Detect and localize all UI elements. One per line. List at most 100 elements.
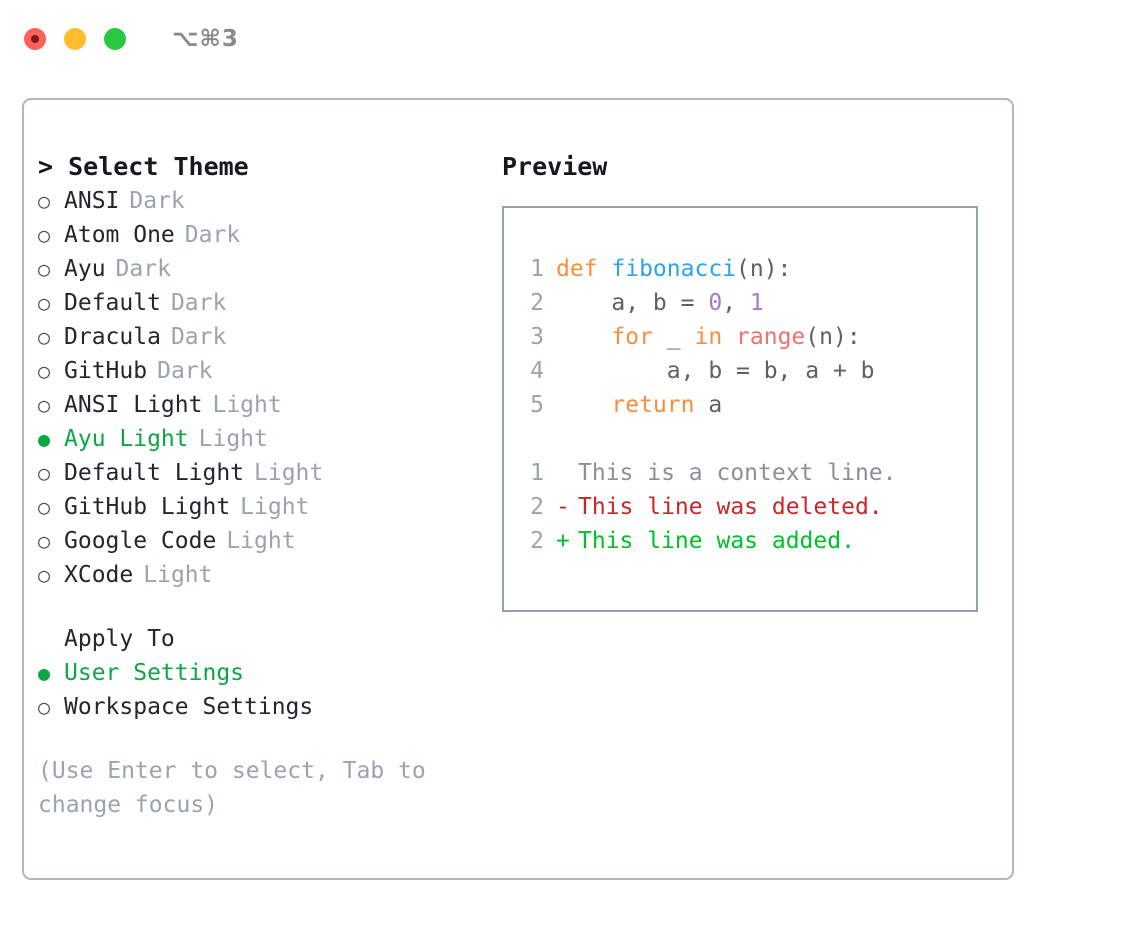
code-token: a, b = b, a + b bbox=[556, 358, 875, 384]
code-token: 1 bbox=[749, 290, 764, 316]
theme-option-kind: Light bbox=[226, 528, 296, 554]
close-icon[interactable] bbox=[24, 28, 46, 50]
theme-option-label: Ayu Light bbox=[64, 426, 189, 452]
minimize-icon[interactable] bbox=[64, 28, 86, 50]
apply-to-list: ●User Settings ○ Workspace Settings bbox=[38, 656, 498, 724]
theme-option-label: XCode bbox=[64, 562, 134, 588]
code-token: 0 bbox=[708, 290, 723, 316]
theme-option[interactable]: ○ GitHub Dark bbox=[38, 354, 498, 388]
radio-unselected-icon: ○ bbox=[38, 223, 51, 247]
maximize-icon[interactable] bbox=[104, 28, 126, 50]
radio-unselected-icon: ○ bbox=[38, 461, 51, 485]
diff-marker: + bbox=[556, 528, 570, 554]
line-number: 3 bbox=[530, 324, 544, 350]
page-title: > Select Theme bbox=[38, 152, 249, 181]
radio-unselected-icon: ○ bbox=[38, 325, 51, 349]
code-token bbox=[556, 388, 611, 422]
radio-unselected-icon: ○ bbox=[38, 189, 51, 213]
code-token bbox=[556, 320, 611, 354]
window-controls bbox=[24, 28, 126, 50]
shortcut-label: ⌥⌘3 bbox=[172, 26, 239, 52]
code-token: for bbox=[611, 324, 653, 350]
line-number: 1 bbox=[530, 256, 544, 282]
theme-option-kind: Light bbox=[240, 494, 310, 520]
code-line: 3 for _ in range(n): bbox=[522, 320, 976, 354]
line-number: 2 bbox=[530, 290, 544, 316]
code-sample: 1 def fibonacci(n): 2 a, b = 0, 1 3 for _ i… bbox=[522, 252, 976, 422]
line-number: 2 bbox=[530, 528, 544, 554]
theme-option-label: Atom One bbox=[64, 222, 175, 248]
right-panel: Preview 1 def fibonacci(n): 2 a, b = 0, 1 3… bbox=[502, 150, 1002, 612]
preview-title: Preview bbox=[502, 152, 608, 181]
radio-selected-icon: ● bbox=[38, 427, 51, 451]
theme-option-label: GitHub Light bbox=[64, 494, 231, 520]
apply-to-heading: Apply To bbox=[64, 626, 175, 652]
radio-unselected-icon: ○ bbox=[38, 529, 51, 553]
code-token: range bbox=[736, 324, 806, 350]
theme-option[interactable]: ○ Atom One Dark bbox=[38, 218, 498, 252]
theme-option[interactable]: ○ ANSI Light Light bbox=[38, 388, 498, 422]
theme-option-label: Default Light bbox=[64, 460, 245, 486]
diff-line: 1 This is a context line. bbox=[522, 456, 976, 490]
radio-unselected-icon: ○ bbox=[38, 257, 51, 281]
line-number: 2 bbox=[530, 494, 544, 520]
theme-option-kind: Light bbox=[143, 562, 213, 588]
theme-option[interactable]: ○ Google Code Light bbox=[38, 524, 498, 558]
code-token: a bbox=[694, 392, 723, 418]
theme-option[interactable]: ○ XCode Light bbox=[38, 558, 498, 592]
title-bar: ⌥⌘3 bbox=[0, 0, 1140, 78]
theme-option-kind: Light bbox=[212, 392, 282, 418]
diff-sample: 1 This is a context line.2-This line was… bbox=[522, 456, 976, 558]
apply-to-option[interactable]: ●User Settings bbox=[38, 656, 498, 690]
radio-unselected-icon: ○ bbox=[38, 563, 51, 587]
theme-option[interactable]: ○ ANSI Dark bbox=[38, 184, 498, 218]
radio-unselected-icon: ○ bbox=[38, 695, 51, 719]
theme-option-kind: Dark bbox=[170, 290, 227, 316]
diff-marker bbox=[556, 456, 578, 490]
radio-unselected-icon: ○ bbox=[38, 359, 51, 383]
theme-option-label: Google Code bbox=[64, 528, 217, 554]
code-line: 4 a, b = b, a + b bbox=[522, 354, 976, 388]
theme-option-kind: Dark bbox=[157, 358, 213, 384]
theme-option-kind: Dark bbox=[170, 324, 227, 350]
theme-option-label: Ayu bbox=[64, 256, 106, 282]
code-token bbox=[722, 320, 736, 354]
line-number: 1 bbox=[530, 460, 544, 486]
spacer bbox=[38, 592, 498, 622]
radio-unselected-icon: ○ bbox=[38, 393, 51, 417]
preview-box: 1 def fibonacci(n): 2 a, b = 0, 1 3 for _ i… bbox=[502, 206, 978, 612]
theme-option-label: Default bbox=[64, 290, 161, 316]
theme-option-label: GitHub bbox=[64, 358, 148, 384]
apply-to-option[interactable]: ○ Workspace Settings bbox=[38, 690, 498, 724]
theme-option-label: ANSI bbox=[64, 188, 120, 214]
apply-to-option-label: Workspace Settings bbox=[64, 694, 314, 720]
code-line: 5 return a bbox=[522, 388, 976, 422]
radio-unselected-icon: ○ bbox=[38, 291, 51, 315]
theme-option-kind: Dark bbox=[184, 222, 241, 248]
diff-line: 2-This line was deleted. bbox=[522, 490, 976, 524]
code-token: , bbox=[722, 290, 750, 316]
theme-option[interactable]: ○ Default Dark bbox=[38, 286, 498, 320]
code-token: (n): bbox=[736, 256, 792, 282]
code-token: a, b = bbox=[556, 290, 709, 316]
line-number: 4 bbox=[530, 358, 544, 384]
code-spacer bbox=[522, 422, 976, 456]
code-token: fibonacci bbox=[611, 256, 737, 282]
code-token: def bbox=[556, 256, 612, 282]
diff-text: This is a context line. bbox=[578, 460, 897, 486]
keyboard-hint: (Use Enter to select, Tab to change focu… bbox=[38, 758, 440, 818]
line-number: 5 bbox=[530, 392, 544, 418]
theme-option-kind: Dark bbox=[129, 188, 185, 214]
theme-option-label: ANSI Light bbox=[64, 392, 203, 418]
code-token: return bbox=[611, 392, 695, 418]
diff-text: This line was added. bbox=[578, 528, 855, 554]
